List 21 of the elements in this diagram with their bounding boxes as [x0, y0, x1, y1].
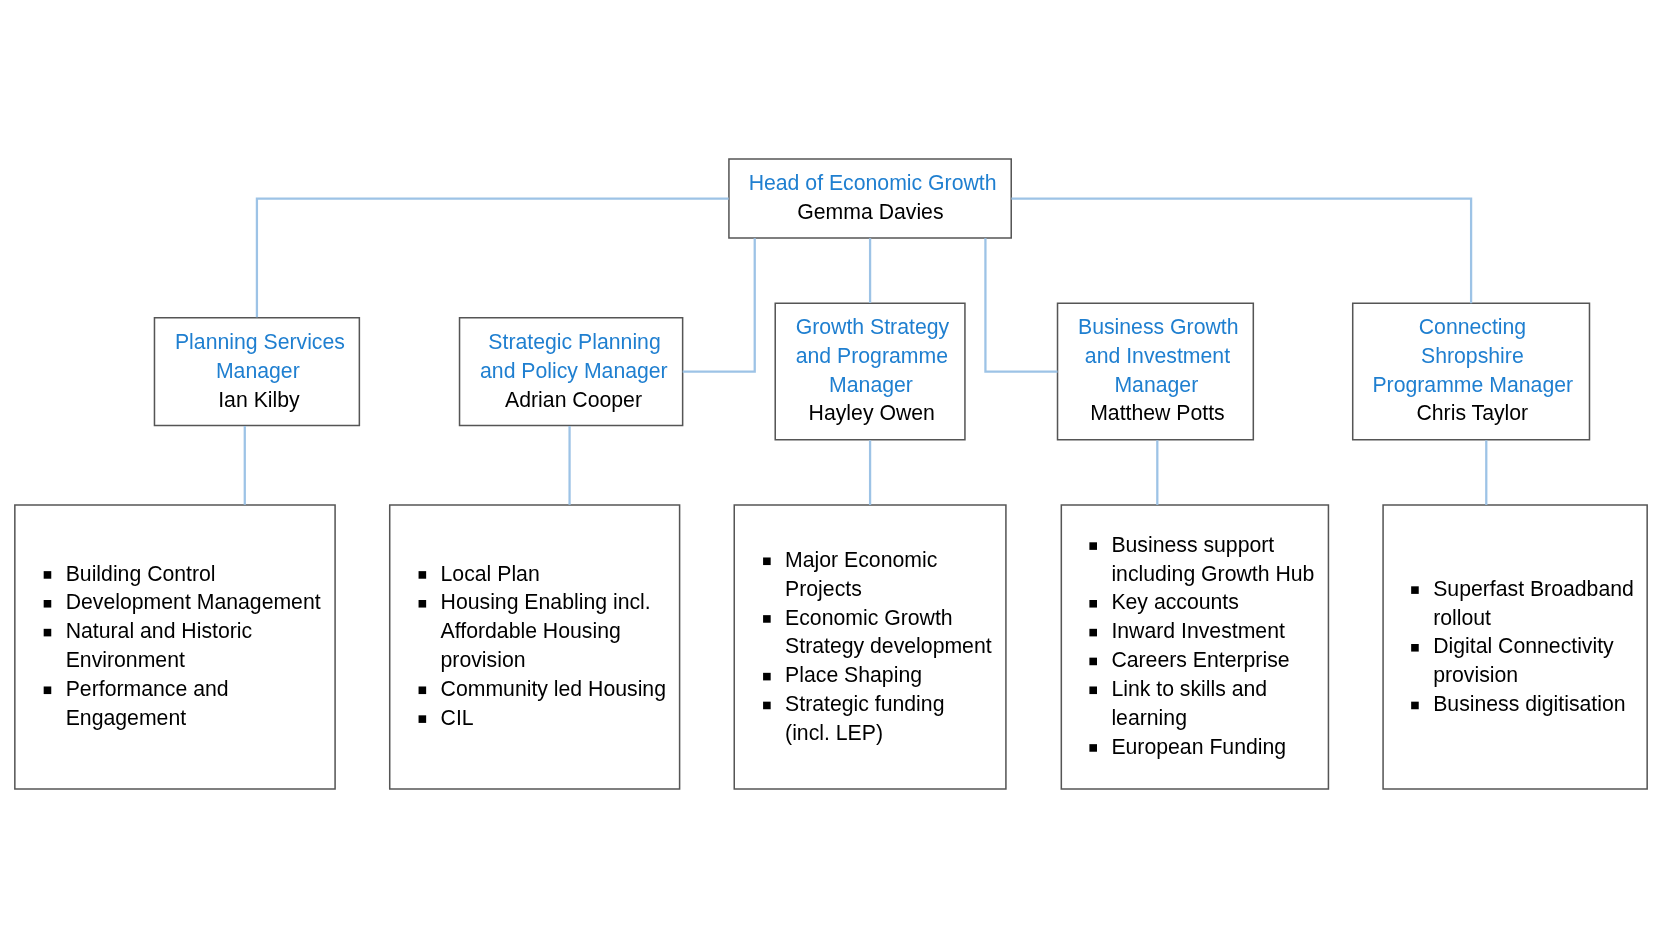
connector — [984, 237, 1058, 373]
connector — [1011, 196, 1473, 303]
node-box: Superfast Broadband rollout Digital Connectivity provision Business digitisation — [1382, 503, 1648, 790]
node-box: Local Plan Housing Enabling incl. Affordable Housing provision Community led Housing CIL — [388, 503, 681, 790]
connector — [568, 425, 571, 505]
connector — [682, 237, 756, 373]
node-box: Major Economic Projects Economic Growth Strategy development Place Shaping Strategic funding (incl. LEP) — [733, 503, 1007, 790]
connector — [868, 439, 872, 505]
node-box: Business support including Growth Hub Key accounts Inward Investment Careers Enterprise Link to skills and learning European Funding — [1060, 503, 1330, 790]
node-box: Business Growth and Investment Manager Matthew Potts — [1056, 302, 1255, 441]
node-box: Building Control Development Management Natural and Historic Environment Performance and Engagement — [14, 503, 336, 790]
node-box: Strategic Planning and Policy Manager Adrian Cooper — [458, 316, 684, 426]
node-box: Head of Economic Growth Gemma Davies — [728, 157, 1012, 239]
connector — [255, 196, 729, 317]
node-box: Planning Services Manager Ian Kilby — [153, 316, 361, 426]
connector — [868, 237, 872, 303]
connector — [1156, 439, 1159, 505]
connector — [1485, 439, 1488, 505]
node-box: Growth Strategy and Programme Manager Hayley Owen — [774, 302, 966, 441]
node-box: Connecting Shropshire Programme Manager Chris Taylor — [1351, 302, 1591, 441]
connector — [243, 425, 246, 505]
